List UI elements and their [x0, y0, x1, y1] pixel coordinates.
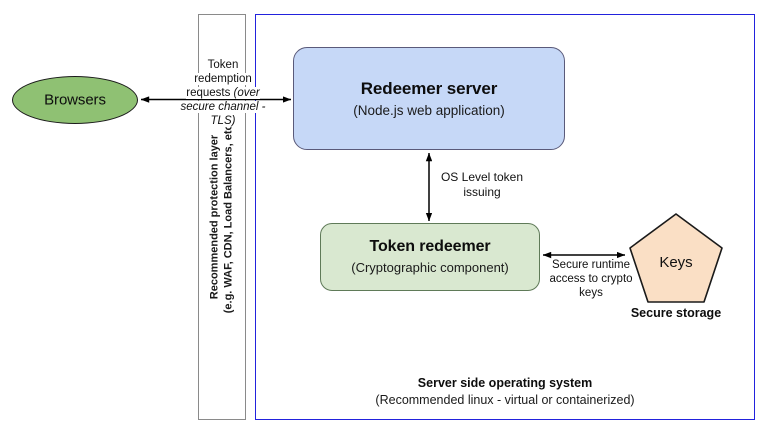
- edge-label-line-3: requests: [186, 87, 234, 100]
- os-level-line-2: issuing: [463, 184, 501, 199]
- node-token-redeemer-subtitle: (Cryptographic component): [351, 259, 509, 275]
- edge-label-line-4: secure channel -: [180, 101, 266, 114]
- secure-runtime-line-1: Secure runtime: [552, 259, 630, 271]
- protection-layer-title: Recommended protection layer: [208, 134, 221, 300]
- edge-label-line-1: Token: [207, 59, 239, 71]
- protection-layer-label: Recommended protection layer (e.g. WAF, …: [208, 121, 236, 314]
- edge-label-token-redemption-requests: Token redemption requests (over secure c…: [180, 58, 266, 128]
- secure-storage-caption: Secure storage: [630, 306, 722, 320]
- node-redeemer-server[interactable]: Redeemer server (Node.js web application…: [293, 47, 565, 150]
- secure-runtime-line-2: access to crypto: [549, 273, 633, 286]
- server-side-os-boundary: [255, 14, 755, 420]
- edge-label-line-2: redemption: [194, 73, 252, 86]
- node-keys-pentagon-shape[interactable]: [628, 212, 724, 304]
- os-level-line-1: OS Level token: [440, 170, 524, 184]
- os-caption-title: Server side operating system: [417, 376, 593, 390]
- os-caption-subtitle: (Recommended linux - virtual or containe…: [375, 392, 635, 407]
- node-keys-label: Keys: [659, 253, 693, 271]
- node-browsers-label: Browsers: [44, 91, 106, 109]
- node-token-redeemer-label: Token redeemer (Cryptographic component): [321, 237, 539, 277]
- node-redeemer-server-subtitle: (Node.js web application): [353, 102, 505, 118]
- edge-label-line-3-italic: (over: [233, 87, 260, 100]
- node-token-redeemer-title: Token redeemer: [369, 238, 491, 256]
- node-token-redeemer[interactable]: Token redeemer (Cryptographic component): [320, 223, 540, 291]
- edge-label-os-level-token-issuing: OS Level token issuing: [422, 170, 542, 199]
- secure-runtime-line-3: keys: [579, 287, 603, 300]
- node-redeemer-server-label: Redeemer server (Node.js web application…: [294, 78, 564, 120]
- node-browsers[interactable]: Browsers: [12, 76, 138, 124]
- protection-layer-subtitle: (e.g. WAF, CDN, Load Balancers, etc): [222, 120, 234, 314]
- edge-label-secure-runtime-access: Secure runtime access to crypto keys: [543, 258, 639, 300]
- server-side-os-caption: Server side operating system (Recommende…: [335, 375, 675, 409]
- node-redeemer-server-title: Redeemer server: [360, 78, 498, 98]
- edge-label-line-5: TLS): [210, 115, 236, 128]
